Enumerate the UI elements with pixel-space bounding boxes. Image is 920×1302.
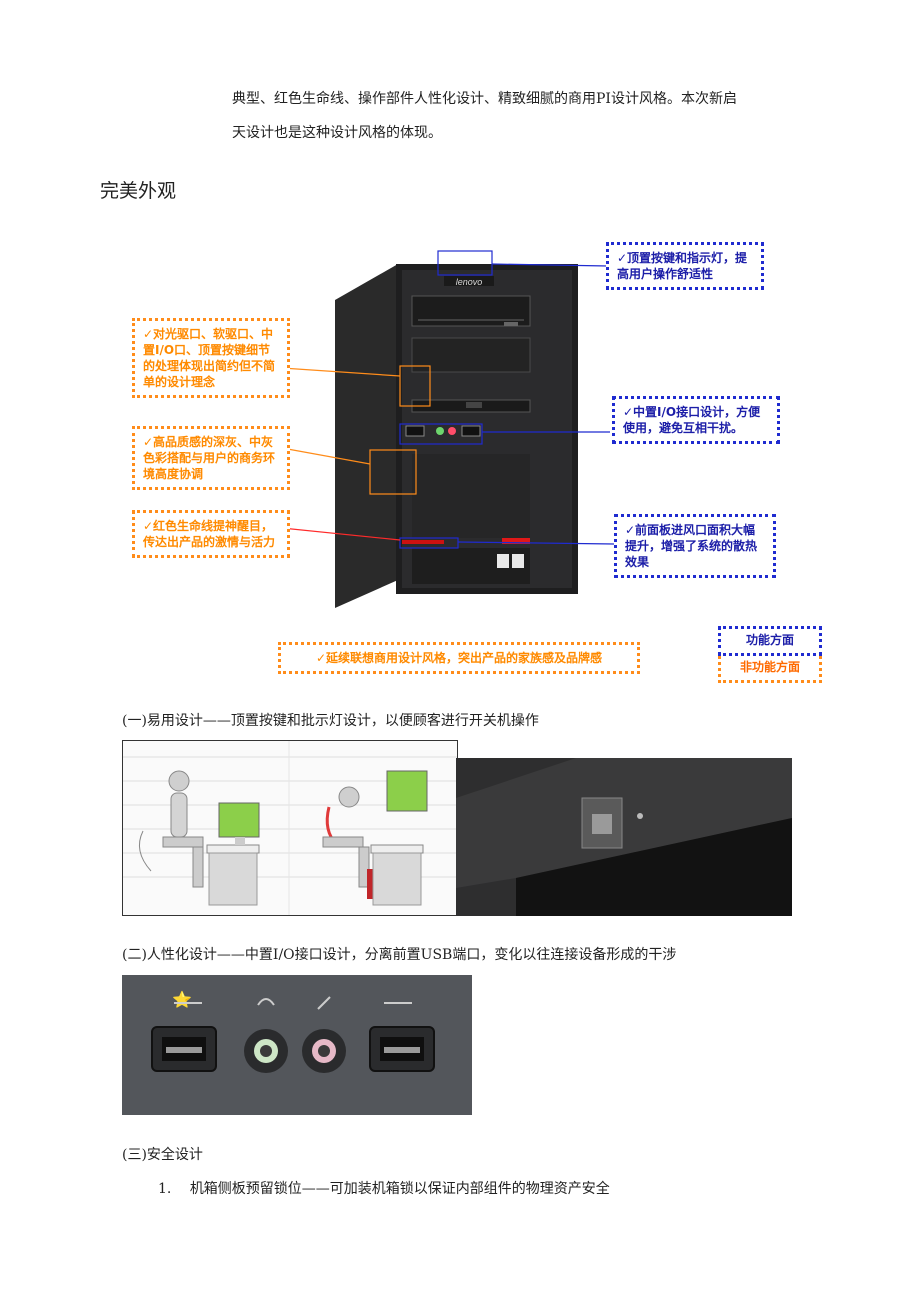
list-item-lock: 1. 机箱侧板预留锁位——可加装机箱锁以保证内部组件的物理资产安全: [158, 1178, 610, 1198]
list-number: 1.: [158, 1181, 172, 1197]
pc-tower-image: lenovo: [281, 250, 615, 608]
intro-line-1: 典型、红色生命线、操作部件人性化设计、精致细腻的商用PI设计风格。本次新启: [232, 91, 737, 107]
callout-io-ports: ✓中置I/O接口设计，方便使用，避免互相干扰。: [612, 396, 780, 444]
section-heading: 完美外观: [100, 180, 177, 202]
callout-color-scheme: ✓高品质感的深灰、中灰色彩搭配与用户的商务环境高度协调: [132, 426, 290, 490]
callout-red-lifeline: ✓红色生命线提神醒目，传达出产品的激情与活力: [132, 510, 290, 558]
callout-front-vent: ✓前面板进风口面积大幅提升，增强了系统的散热效果: [614, 514, 776, 578]
intro-line-2: 天设计也是这种设计风格的体现。: [232, 125, 442, 141]
caption-easy-use: (一)易用设计——顶置按键和批示灯设计，以便顾客进行开关机操作: [122, 713, 539, 729]
legend-functional: 功能方面: [718, 626, 822, 656]
brand-logo: lenovo: [456, 277, 483, 287]
caption-humanized: (二)人性化设计——中置I/O接口设计，分离前置USB端口，变化以往连接设备形成…: [122, 947, 677, 963]
ergonomics-illustration: [122, 740, 458, 916]
usb-icon: ⭐: [172, 990, 192, 1009]
callout-design-style: ✓延续联想商用设计风格，突出产品的家族感及品牌感: [278, 642, 640, 674]
io-ports-photo: ⭐: [122, 975, 472, 1115]
callout-top-buttons: ✓顶置按键和指示灯，提高用户操作舒适性: [606, 242, 764, 290]
legend-nonfunctional: 非功能方面: [718, 656, 822, 683]
caption-security: (三)安全设计: [122, 1147, 203, 1163]
callout-detail-design: ✓对光驱口、软驱口、中置I/O口、顶置按键细节的处理体现出简约但不简单的设计理念: [132, 318, 290, 398]
list-text: 机箱侧板预留锁位——可加装机箱锁以保证内部组件的物理资产安全: [189, 1181, 610, 1197]
top-button-photo: [456, 758, 792, 916]
product-figure: lenovo ✓对光驱口、软驱口、中置I/O口、顶置按键细节的处理体现出简约但不…: [120, 228, 832, 684]
